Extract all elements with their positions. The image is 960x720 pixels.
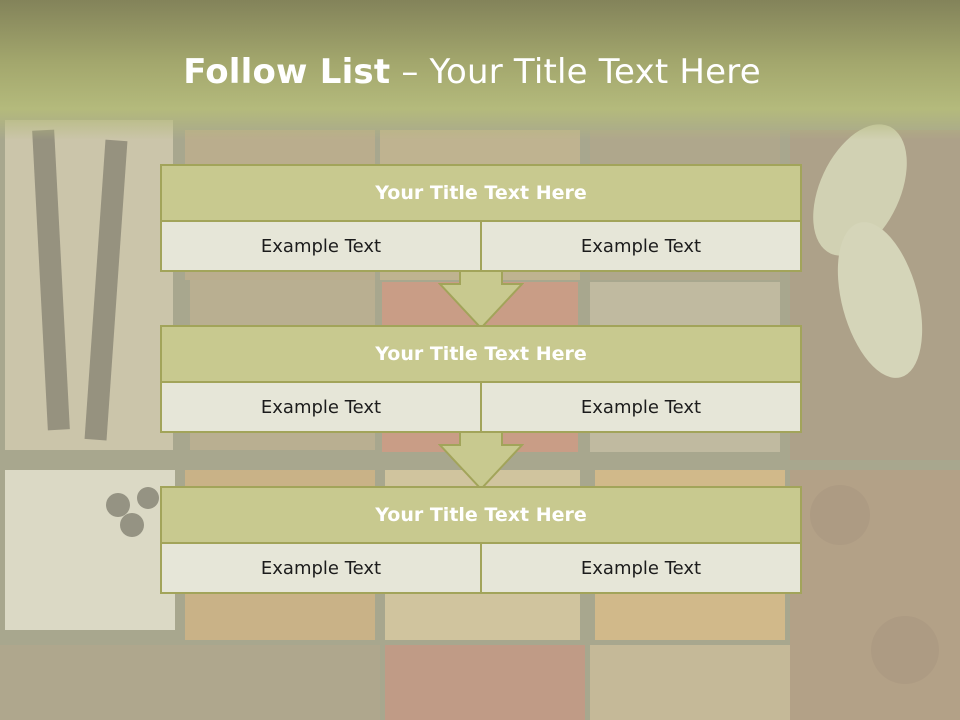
slide-title-bold: Follow List	[183, 52, 391, 92]
block-title[interactable]: Your Title Text Here	[160, 325, 802, 383]
slide-title: Follow List – Your Title Text Here	[0, 52, 944, 92]
block-cell-left[interactable]: Example Text	[160, 383, 482, 433]
down-arrow-icon	[438, 431, 524, 491]
title-bar	[0, 0, 960, 140]
list-block: Your Title Text Here Example Text Exampl…	[160, 486, 802, 594]
list-block: Your Title Text Here Example Text Exampl…	[160, 325, 802, 433]
block-row: Example Text Example Text	[160, 544, 802, 594]
block-title[interactable]: Your Title Text Here	[160, 164, 802, 222]
block-cell-right[interactable]: Example Text	[480, 544, 802, 594]
block-cell-right[interactable]: Example Text	[480, 222, 802, 272]
block-row: Example Text Example Text	[160, 383, 802, 433]
block-title[interactable]: Your Title Text Here	[160, 486, 802, 544]
down-arrow-icon	[438, 270, 524, 330]
block-cell-right[interactable]: Example Text	[480, 383, 802, 433]
block-cell-left[interactable]: Example Text	[160, 544, 482, 594]
block-row: Example Text Example Text	[160, 222, 802, 272]
block-cell-left[interactable]: Example Text	[160, 222, 482, 272]
slide-title-rest: – Your Title Text Here	[390, 52, 761, 92]
list-block: Your Title Text Here Example Text Exampl…	[160, 164, 802, 272]
